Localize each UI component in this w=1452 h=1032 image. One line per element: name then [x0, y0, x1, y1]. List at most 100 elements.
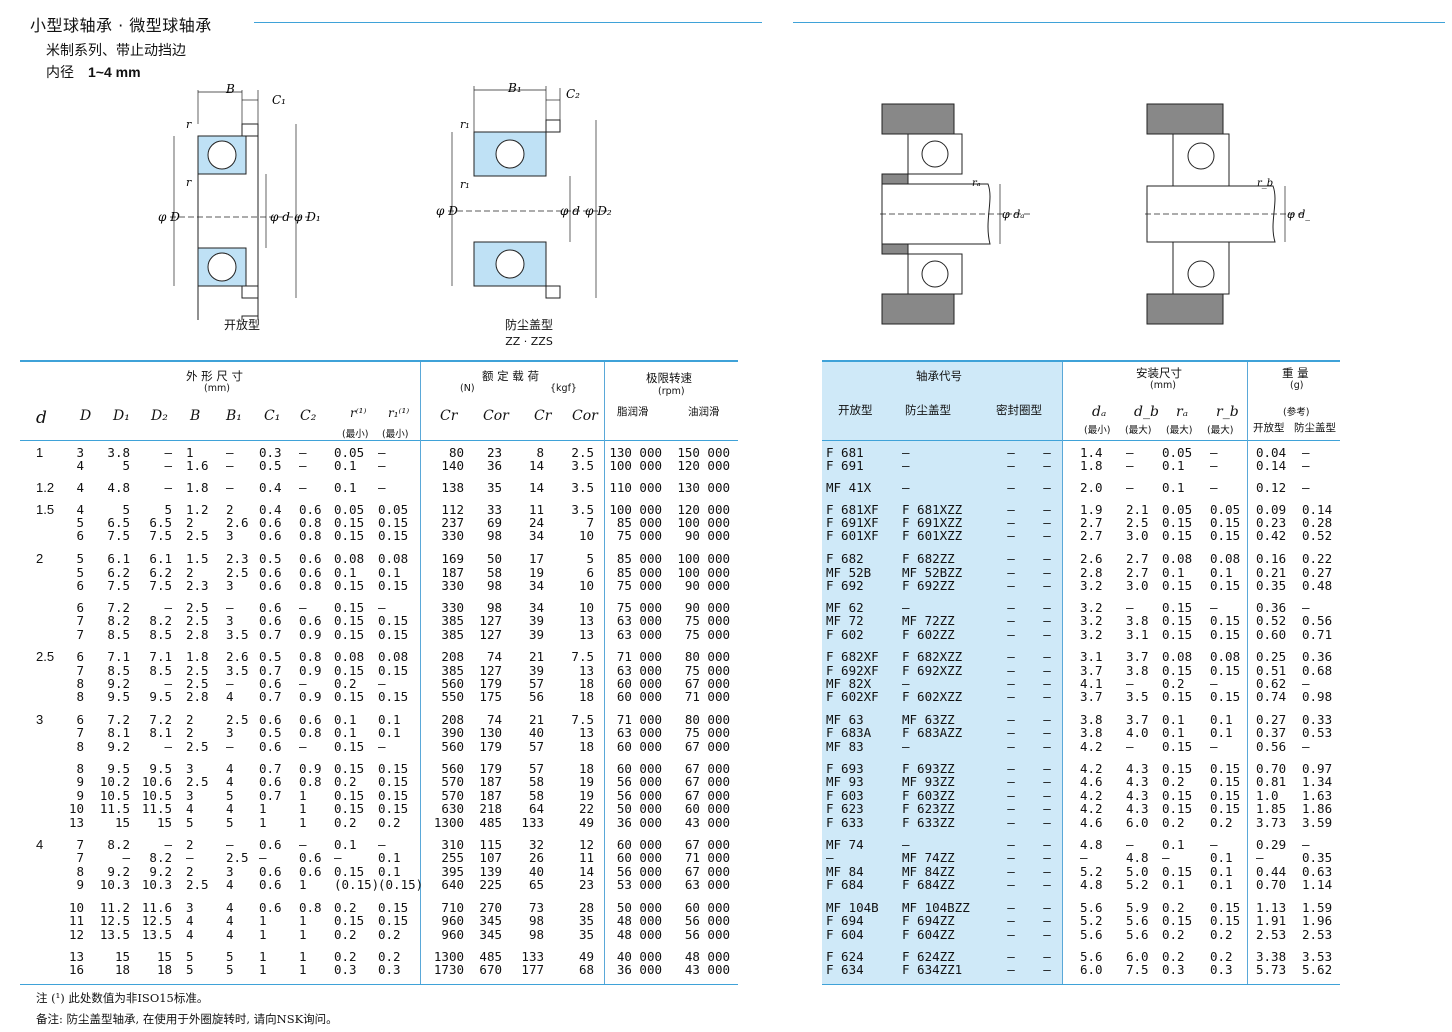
cell-o: 75 000 — [684, 627, 730, 642]
cell-D: 10 — [68, 801, 84, 816]
cell-D2: 7.5 — [149, 528, 172, 543]
cell-s2: — — [1043, 712, 1051, 727]
cell-B1: 2.3 — [226, 551, 249, 566]
cell-r: (0.15) — [334, 877, 380, 892]
cell-open: F 683A — [826, 725, 872, 740]
cell-wo: 0.09 — [1256, 502, 1287, 517]
cell-open: F 601XF — [826, 528, 879, 543]
cell-C1: 0.5 — [259, 551, 282, 566]
cell-C2: 0.8 — [299, 774, 322, 789]
cell-r1: 0.15 — [378, 689, 409, 704]
cell-CorN: 98 — [486, 600, 502, 615]
cell-CorN: 179 — [479, 676, 502, 691]
cell-C1: 0.5 — [259, 725, 282, 740]
cell-shield: — — [902, 480, 910, 495]
cell-s1: — — [1007, 837, 1015, 852]
cell-o: 100 000 — [677, 515, 730, 530]
cell-CrN: 330 — [441, 600, 464, 615]
cell-r1: 0.15 — [378, 913, 409, 928]
cell-da: 5.6 — [1080, 949, 1103, 964]
cell-CorN: 35 — [486, 480, 502, 495]
cell-open: F 691 — [826, 458, 864, 473]
cell-r1: 0.2 — [378, 927, 401, 942]
cell-CrN: 1300 — [433, 949, 464, 964]
cell-B: 5 — [186, 815, 194, 830]
cell-C1: 1 — [259, 949, 267, 964]
cell-wo: 0.56 — [1256, 739, 1287, 754]
cell-o: 56 000 — [684, 927, 730, 942]
cell-rb: 0.15 — [1210, 613, 1241, 628]
cell-rb: 0.15 — [1210, 627, 1241, 642]
cell-CrN: 208 — [441, 649, 464, 664]
cell-r: 0.1 — [334, 480, 357, 495]
open-caption: 开放型 — [223, 318, 260, 332]
cell-wo: 0.36 — [1256, 600, 1287, 615]
cell-CrN: 1300 — [433, 815, 464, 830]
cell-B1: 5 — [226, 949, 234, 964]
cell-CrK: 39 — [528, 613, 544, 628]
cell-db: 2.7 — [1126, 551, 1149, 566]
cell-CrK: 56 — [528, 689, 544, 704]
cell-C2: 1 — [299, 815, 307, 830]
cell-D: 7 — [76, 725, 84, 740]
cell-B1: 2.5 — [226, 850, 249, 865]
cell-B1: 3.5 — [226, 627, 249, 642]
cell-o: 60 000 — [684, 900, 730, 915]
cell-D2: — — [164, 739, 172, 754]
hdr-da: dₐ — [1092, 404, 1107, 420]
cell-B1: — — [226, 837, 234, 852]
cell-C2: 1 — [299, 801, 307, 816]
hdr-speed: 极限转速 — [646, 371, 692, 385]
cell-db: 3.8 — [1126, 613, 1149, 628]
cell-g: 56 000 — [616, 774, 662, 789]
cell-B1: — — [226, 739, 234, 754]
cell-ws: 1.86 — [1302, 801, 1333, 816]
cell-CrN: 560 — [441, 676, 464, 691]
cell-C2: 0.8 — [299, 528, 322, 543]
cell-r1: 0.3 — [378, 962, 401, 977]
cell-CorK: 35 — [578, 927, 594, 942]
hdr-D1: D₁ — [113, 408, 130, 424]
cell-CorK: 13 — [578, 663, 594, 678]
cell-C2: — — [299, 837, 307, 852]
cell-r: 0.15 — [334, 788, 365, 803]
cell-wo: 2.53 — [1256, 927, 1287, 942]
cell-B: 2 — [186, 837, 194, 852]
cell-shield: F 603ZZ — [902, 788, 955, 803]
cell-CorK: 22 — [578, 801, 594, 816]
hdr-db-sub: (最大) — [1125, 425, 1152, 436]
cell-shield: F 684ZZ — [902, 877, 955, 892]
cell-CrN: 640 — [441, 877, 464, 892]
cell-shield: — — [902, 445, 910, 460]
cell-open: F 691XF — [826, 515, 879, 530]
cell-wo: 5.73 — [1256, 962, 1287, 977]
cell-s1: — — [1007, 927, 1015, 942]
cell-ra: 0.15 — [1162, 515, 1193, 530]
cell-db: 5.6 — [1126, 913, 1149, 928]
cell-rb: 0.2 — [1210, 815, 1233, 830]
cell-s1: — — [1007, 551, 1015, 566]
cell-open: F 623 — [826, 801, 864, 816]
cell-r1: 0.15 — [378, 515, 409, 530]
cell-open: F 633 — [826, 815, 864, 830]
cell-wo: 0.74 — [1256, 689, 1287, 704]
cell-C2: 1 — [299, 877, 307, 892]
cell-r: 0.15 — [334, 739, 365, 754]
mounting-drawing-a: rₐ φ dₐ — [880, 103, 1030, 325]
cell-CorK: 14 — [578, 864, 594, 879]
cell-D: 6 — [76, 578, 84, 593]
hdr-B: B — [190, 408, 201, 424]
cell-d: 2.5 — [36, 649, 55, 664]
cell-ra: 0.1 — [1162, 725, 1185, 740]
cell-wo: 0.52 — [1256, 613, 1287, 628]
cell-open: F 603 — [826, 788, 864, 803]
cell-C2: 0.8 — [299, 725, 322, 740]
cell-shield: F 682XZZ — [902, 649, 963, 664]
cell-open: F 684 — [826, 877, 864, 892]
cell-B: 1 — [186, 445, 194, 460]
cell-rb: 0.1 — [1210, 712, 1233, 727]
cell-da: 4.6 — [1080, 774, 1103, 789]
cell-s1: — — [1007, 913, 1015, 928]
cell-db: 6.0 — [1126, 949, 1149, 964]
cell-r1: 0.1 — [378, 725, 401, 740]
